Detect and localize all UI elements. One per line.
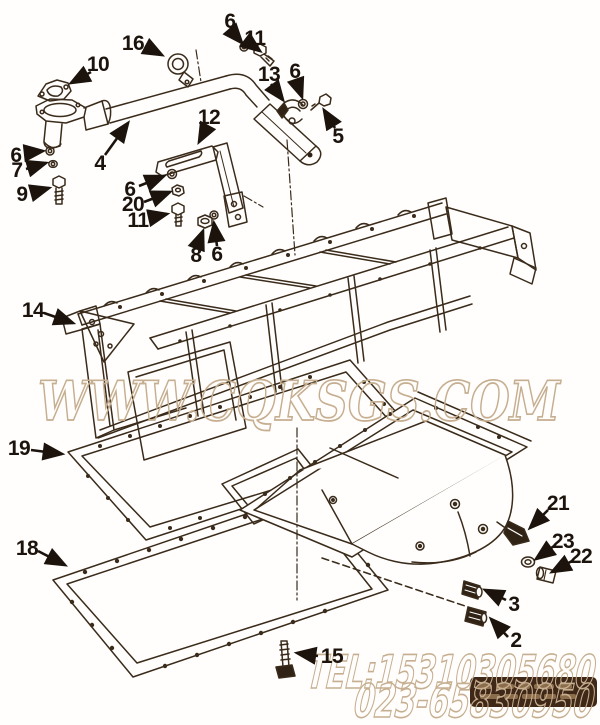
callout-label-15-bolt: 15 [320,645,344,668]
callout-label-7-washer: 7 [11,159,23,182]
tube-end-sleeve [253,103,322,166]
watermark-phone-text: 023-65830950 [352,674,598,725]
bolt-9 [52,175,66,205]
callout-label-20-nut: 20 [121,193,145,216]
watermark-tel-text: TEL:15310305680 [305,645,599,699]
callout-label-16-clamp: 16 [121,32,145,55]
bolt-11-lower [171,202,185,227]
callout-label-12-bracket: 12 [197,106,221,129]
nut-20 [171,184,185,197]
washer-6-bracket [166,168,178,180]
bolt-15 [275,640,296,679]
watermark-center-text: WWW.CQKSGS.COM [38,369,562,433]
cylinder-block-frame [61,197,537,461]
assembly-centerlines [195,49,298,601]
callout-label-6-washer-top: 6 [224,10,236,33]
suction-tube-4 [105,73,270,124]
callout-label-3-fitting: 3 [508,593,520,616]
callout-label-14-frame: 14 [21,299,45,322]
callout-label-9-bolt: 9 [16,183,28,206]
drain-bosses [328,495,489,551]
suction-tube-assembly [35,42,332,229]
callout-label-6-washer-bracket: 6 [124,178,136,201]
callout-arrows [22,22,574,665]
callout-label-18-gasket-lower: 18 [15,537,39,560]
callout-label-2-fitting: 2 [510,629,522,652]
callout-label-21-plug: 21 [546,492,570,515]
bolt-5 [310,93,332,111]
callout-label-19-gasket-upper: 19 [7,437,31,460]
callout-label-11-bolt-lower: 11 [127,209,149,232]
washer-6-nut [209,210,219,220]
callout-label-6-washer-nut: 6 [211,243,223,266]
callout-label-10-gasket: 10 [86,53,110,76]
tube-clamp-16 [167,53,194,88]
callout-label-5-bolt: 5 [332,125,344,148]
washer-7-left [48,159,58,169]
flange-gasket-10 [37,79,72,102]
callout-label-23-washer: 23 [551,530,575,553]
fitting-3 [461,580,483,600]
oil-pan [239,391,532,608]
bracket-12 [155,142,248,228]
callout-label-11-bolt-top: 11 [244,27,266,50]
watermark-stamp [470,677,597,707]
fitting-2 [464,606,488,627]
callout-label-13-hose-clamp: 13 [257,63,281,86]
sealing-washer-23 [520,556,536,568]
tube-elbow [35,98,112,149]
callout-label-22-plug: 22 [569,545,593,568]
drain-plug-22 [535,566,557,584]
callout-label-6-washer-left: 6 [10,144,22,167]
callout-label-8-nut: 8 [190,244,202,267]
drain-plug-21 [496,520,530,546]
callout-label-4-tube: 4 [94,152,106,175]
callout-label-6-washer-mid: 6 [289,60,301,83]
